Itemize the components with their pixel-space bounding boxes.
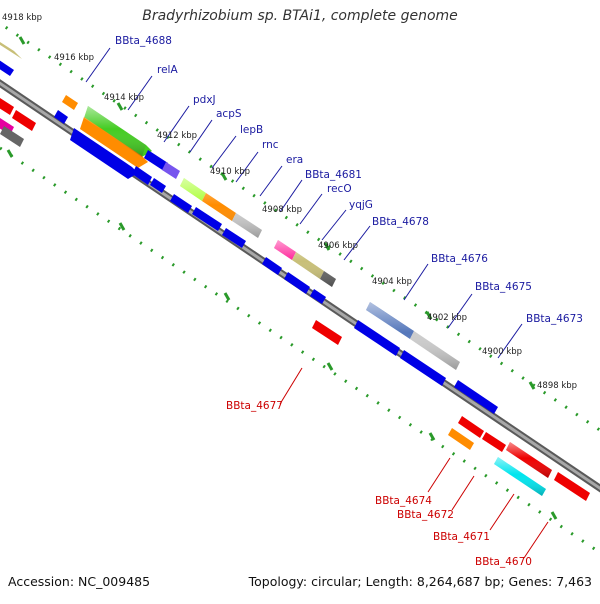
map-title: Bradyrhizobium sp. BTAi1, complete genom… — [142, 8, 458, 24]
scale-label: 4918 kbp — [2, 13, 42, 23]
inner-tick-ring — [0, 146, 600, 555]
accession-label: Accession: NC_009485 — [8, 574, 151, 589]
gene-feature — [262, 257, 282, 275]
gene-label: acpS — [216, 108, 242, 120]
gene-feature — [192, 207, 222, 231]
gene-feature — [162, 162, 180, 179]
gene-label: BBta_4671 — [433, 531, 490, 543]
gene-feature — [222, 228, 246, 248]
scale-label: 4914 kbp — [104, 93, 144, 103]
gene-label: BBta_4672 — [397, 509, 454, 521]
genome-summary: Topology: circular; Length: 8,264,687 bp… — [248, 574, 592, 589]
gene-label: BBta_4688 — [115, 35, 172, 47]
scale-label: 4916 kbp — [54, 53, 94, 63]
major-ticks — [6, 36, 558, 520]
gene-feature — [482, 432, 506, 452]
gene-feature — [132, 166, 152, 185]
gene-feature — [0, 126, 24, 147]
gene-feature — [554, 472, 590, 501]
gene-feature — [354, 320, 400, 356]
gene-feature-overlay — [494, 457, 546, 496]
forward-features — [0, 42, 498, 414]
reverse-features — [0, 98, 590, 501]
scale-label: 4908 kbp — [262, 205, 302, 215]
gene-label: BBta_4678 — [372, 216, 429, 228]
forward-label-leaders — [85, 47, 523, 359]
gene-feature — [70, 128, 138, 179]
gene-feature — [12, 110, 36, 131]
gene-feature — [310, 289, 326, 304]
reverse-label-leaders — [279, 367, 549, 559]
gene-label: recO — [327, 183, 352, 195]
gene-label: relA — [157, 64, 178, 76]
gene-label: BBta_4674 — [375, 495, 432, 507]
gene-label: era — [286, 154, 303, 166]
reverse-gene-labels: BBta_4677BBta_4674BBta_4672BBta_4671BBta… — [226, 400, 532, 568]
scale-label: 4904 kbp — [372, 277, 412, 287]
gene-label: yqjG — [349, 199, 373, 211]
gene-label: BBta_4677 — [226, 400, 283, 412]
gene-feature — [144, 150, 168, 171]
gene-feature — [454, 380, 498, 414]
gene-feature — [80, 117, 148, 168]
scale-label: 4900 kbp — [482, 347, 522, 357]
scale-label: 4910 kbp — [210, 167, 250, 177]
gene-label: lepB — [240, 124, 263, 136]
gene-feature-overlay — [180, 178, 262, 238]
gene-feature — [312, 320, 342, 345]
scale-label: 4898 kbp — [537, 381, 577, 391]
gene-feature — [0, 98, 14, 115]
gene-feature — [458, 416, 484, 438]
gene-feature — [0, 42, 22, 59]
gene-label: rnc — [262, 139, 279, 151]
gene-label: BBta_4673 — [526, 313, 583, 325]
gene-feature — [62, 95, 78, 110]
gene-feature-overlay — [506, 442, 552, 478]
gene-feature — [54, 110, 68, 124]
gene-feature — [0, 60, 14, 76]
gene-feature — [448, 428, 474, 450]
gene-label: BBta_4681 — [305, 169, 362, 181]
scale-label: 4902 kbp — [427, 313, 467, 323]
outer-tick-ring — [0, 21, 600, 433]
gene-feature — [170, 194, 192, 213]
scale-labels: 4918 kbp 4916 kbp 4914 kbp 4912 kbp 4910 kbp… — [2, 13, 577, 391]
gene-feature-overlay — [274, 240, 336, 287]
gene-feature — [284, 272, 310, 294]
scale-label: 4912 kbp — [157, 131, 197, 141]
gene-label: BBta_4675 — [475, 281, 532, 293]
gene-label: pdxJ — [193, 94, 216, 106]
scale-label: 4906 kbp — [318, 241, 358, 251]
gene-label: BBta_4670 — [475, 556, 532, 568]
gene-label: BBta_4676 — [431, 253, 488, 265]
gene-feature — [400, 350, 446, 386]
gene-feature-overlay — [84, 106, 146, 157]
gene-feature-overlay — [366, 302, 460, 370]
gene-feature — [150, 178, 166, 193]
